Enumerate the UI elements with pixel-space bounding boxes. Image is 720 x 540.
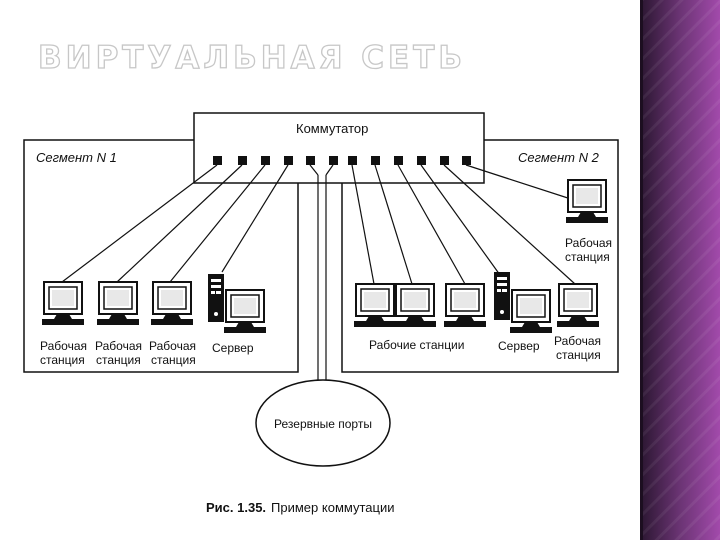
switch-ports (213, 156, 471, 165)
workstation-4-icon (353, 283, 397, 328)
workstation-2-icon (96, 281, 140, 326)
segment-1-label: Сегмент N 1 (36, 150, 117, 165)
ws8-label-line1: Рабочая (565, 236, 612, 250)
ws3-label-line1: Рабочая (149, 339, 196, 353)
slide-title: ВИРТУАЛЬНАЯ СЕТЬ (37, 39, 467, 76)
ws8-label-line2: станция (565, 250, 610, 264)
network-diagram: Коммутатор Сегмент N 1 Сегмент N 2 Рабоч (23, 112, 619, 515)
switch-label: Коммутатор (296, 121, 368, 136)
server-1-label: Сервер (212, 341, 254, 355)
ws7-label-line1: Рабочая (554, 334, 601, 348)
switch-box (193, 112, 485, 184)
workstation-5-icon (393, 283, 437, 328)
ws2-label-line2: станция (96, 353, 141, 367)
workstation-6-icon (443, 283, 487, 328)
workstation-3-icon (150, 281, 194, 326)
workstations-label: Рабочие станции (369, 338, 464, 352)
workstation-1-icon (41, 281, 85, 326)
caption-text: Пример коммутации (271, 500, 394, 515)
caption-number: Рис. 1.35. (206, 500, 266, 515)
segment-2-label: Сегмент N 2 (518, 150, 600, 165)
ws1-label-line1: Рабочая (40, 339, 87, 353)
segment-1-box (23, 139, 299, 373)
decorative-side-bar (640, 0, 720, 540)
server-2-tower-icon (494, 272, 510, 320)
workstation-7-icon (556, 283, 600, 328)
server-2-label: Сервер (498, 339, 540, 353)
ws2-label-line1: Рабочая (95, 339, 142, 353)
server-1-monitor-icon (223, 289, 267, 334)
workstation-8-icon (565, 179, 609, 224)
figure-caption: Рис. 1.35. Пример коммутации (206, 500, 394, 515)
ws3-label-line2: станция (151, 353, 196, 367)
server-1-tower-icon (208, 274, 224, 322)
ws1-label-line2: станция (40, 353, 85, 367)
server-2-monitor-icon (509, 289, 553, 334)
network-cables (61, 164, 576, 388)
ws7-label-line2: станция (556, 348, 601, 362)
reserve-ports-ellipse (255, 379, 391, 467)
reserve-ports-label: Резервные порты (274, 417, 372, 431)
